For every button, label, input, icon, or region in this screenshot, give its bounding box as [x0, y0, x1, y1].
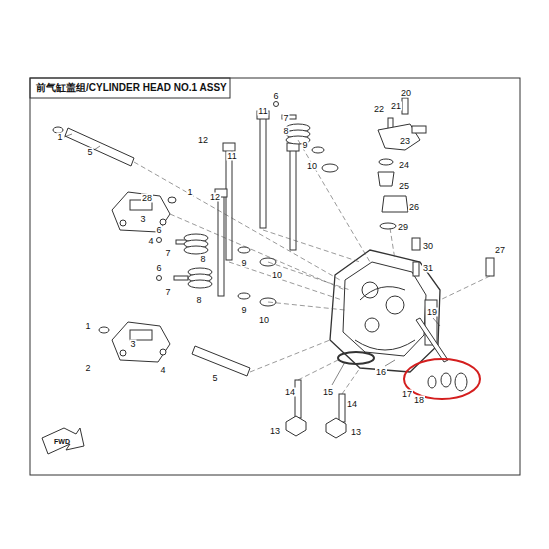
callout-number: 30	[422, 242, 434, 251]
callout-number: 6	[155, 226, 162, 235]
callout-number: 15	[322, 388, 334, 397]
callout-number: 11	[226, 152, 237, 161]
callout-number: 4	[159, 366, 166, 375]
callout-number: 26	[408, 203, 420, 212]
callout-number: 17	[401, 390, 413, 399]
callout-number: 13	[350, 428, 362, 437]
callout-number: 8	[195, 296, 202, 305]
callout-number: 31	[422, 264, 434, 273]
callout-number: 3	[129, 340, 136, 349]
callout-number: 11	[257, 107, 268, 116]
callout-number: 22	[373, 105, 385, 114]
callout-number: 18	[413, 396, 425, 405]
callout-number: 1	[84, 322, 91, 331]
callout-number: 7	[282, 114, 289, 123]
callout-number: 23	[399, 137, 411, 146]
callout-number: 20	[400, 89, 412, 98]
callout-number: 6	[155, 264, 162, 273]
callout-number: 19	[426, 308, 438, 317]
callout-number: 12	[197, 136, 209, 145]
callout-number: 8	[282, 127, 289, 136]
direction-label: FWD	[53, 438, 71, 445]
callout-number: 6	[272, 92, 279, 101]
callout-number: 10	[306, 162, 318, 171]
callout-number: 12	[209, 193, 221, 202]
callout-number: 5	[211, 374, 218, 383]
callout-number: 7	[164, 249, 171, 258]
callout-number: 9	[240, 306, 247, 315]
callout-number: 8	[199, 255, 206, 264]
callout-number: 16	[375, 368, 387, 377]
callout-number: 7	[164, 288, 171, 297]
callout-number: 9	[301, 141, 308, 150]
callout-number: 9	[240, 259, 247, 268]
callout-number: 25	[398, 182, 410, 191]
callout-number: 1	[56, 133, 63, 142]
callout-number: 14	[284, 388, 296, 397]
callout-number: 27	[494, 246, 506, 255]
callout-number: 3	[139, 215, 146, 224]
callout-number: 4	[147, 237, 154, 246]
callout-number: 13	[269, 427, 281, 436]
callout-number: 21	[390, 102, 402, 111]
callout-number: 10	[258, 316, 270, 325]
callout-number: 14	[346, 400, 358, 409]
callout-number: 2	[84, 364, 91, 373]
callout-number: 29	[397, 223, 409, 232]
callout-number: 10	[271, 271, 283, 280]
callout-number: 5	[86, 148, 93, 157]
callout-number: 1	[186, 188, 193, 197]
callout-number: 28	[141, 194, 153, 203]
diagram-title: 前气缸盖组/CYLINDER HEAD NO.1 ASSY	[36, 81, 227, 95]
callout-number: 24	[398, 161, 410, 170]
